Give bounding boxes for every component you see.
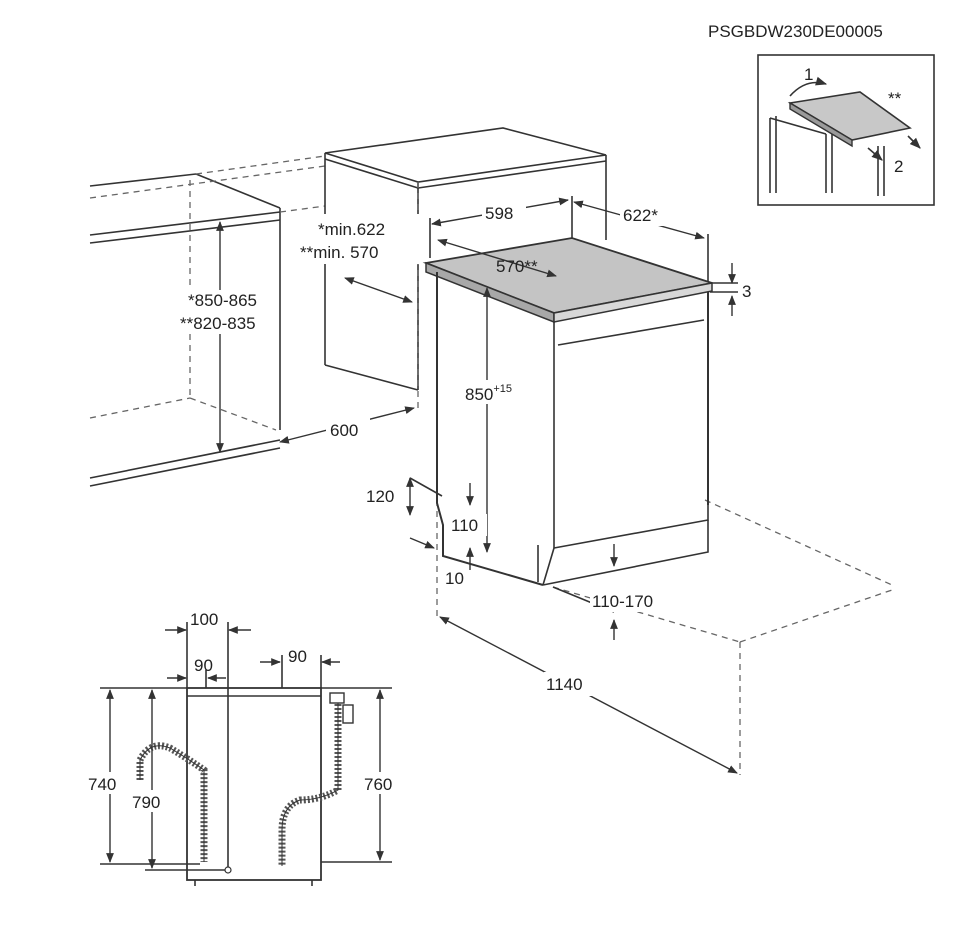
cabinet-depth-min-2-label: **min. 570 [300, 243, 378, 262]
guide-lines [89, 155, 893, 775]
back-90-right-label: 90 [288, 647, 307, 666]
product-code: PSGBDW230DE00005 [708, 22, 883, 41]
back-100-label: 100 [190, 610, 218, 629]
top-gap-label: 3 [742, 282, 751, 301]
cabinet-depth-min-1-label: *min.622 [318, 220, 385, 239]
back-760-label: 760 [364, 775, 392, 794]
cabinet-width-label: 600 [330, 421, 358, 440]
dimension-labels: *min.622 **min. 570 *850-865 **820-835 6… [86, 202, 751, 812]
back-view [100, 622, 392, 886]
door-open-depth-label: 1140 [546, 675, 583, 694]
front-110-label: 110 [451, 516, 478, 535]
inset-step-2-label: 2 [894, 157, 903, 176]
inset-note-label: ** [888, 89, 902, 108]
back-740-label: 740 [88, 775, 116, 794]
front-10-label: 10 [445, 569, 464, 588]
dimension-lines [216, 196, 738, 774]
cabinet-height-1-label: *850-865 [188, 291, 257, 310]
back-790-label: 790 [132, 793, 160, 812]
kitchen-cabinet-left [89, 173, 281, 487]
inset-step-1-label: 1 [804, 65, 813, 84]
depth-1-label: 622* [623, 206, 658, 225]
cabinet-height-2-label: **820-835 [180, 314, 256, 333]
height-superscript: +15 [493, 383, 512, 395]
front-120-label: 120 [366, 487, 394, 506]
width-label: 598 [485, 204, 513, 223]
plinth-label: 110-170 [592, 592, 653, 611]
height-value: 850 [465, 385, 493, 404]
back-90-left-label: 90 [194, 656, 213, 675]
height-label: 850+15 [465, 383, 512, 404]
depth-2-label: 570** [496, 257, 538, 276]
inset-worktop-removal: 1 2 ** [757, 54, 935, 206]
